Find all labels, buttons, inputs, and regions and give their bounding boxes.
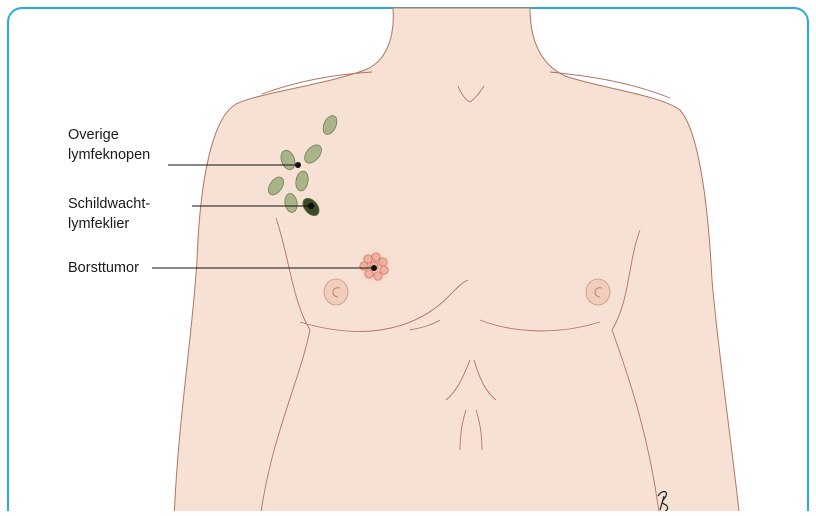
leader-dot-tumor	[371, 265, 377, 271]
torso-body	[174, 8, 740, 511]
label-other-lymph-nodes: Overige lymfeknopen	[68, 125, 150, 165]
label-sentinel-node-line1: Schildwacht-	[68, 194, 150, 214]
label-breast-tumor: Borsttumor	[68, 258, 139, 278]
label-breast-tumor-text: Borsttumor	[68, 258, 139, 278]
left-nipple	[324, 279, 348, 305]
right-nipple	[586, 279, 610, 305]
label-sentinel-node: Schildwacht- lymfeklier	[68, 194, 150, 234]
leader-dot-other-nodes	[295, 162, 301, 168]
label-sentinel-node-line2: lymfeklier	[68, 214, 150, 234]
leader-dot-sentinel	[308, 203, 314, 209]
label-other-lymph-nodes-line1: Overige	[68, 125, 150, 145]
label-other-lymph-nodes-line2: lymfeknopen	[68, 145, 150, 165]
